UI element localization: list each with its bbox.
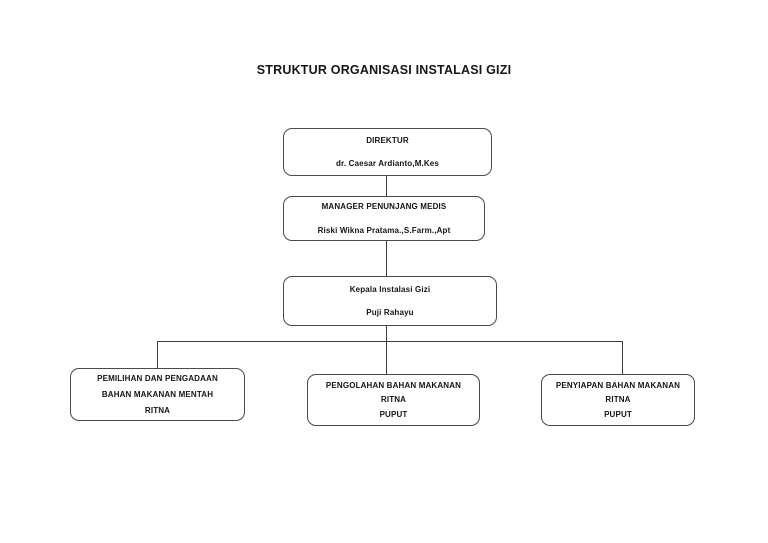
node-pemilihan-role-line1: PEMILIHAN DAN PENGADAAN <box>97 373 218 383</box>
connector-manager-kepala <box>386 241 388 276</box>
node-pemilihan-staff: RITNA <box>144 406 171 416</box>
node-penyiapan-role: PENYIAPAN BAHAN MAKANAN <box>555 381 681 391</box>
node-kepala-role: Kepala Instalasi Gizi <box>349 284 431 294</box>
node-pengolahan-bahan-makanan[interactable]: PENGOLAHAN BAHAN MAKANAN RITNA PUPUT <box>307 374 480 426</box>
node-penyiapan-staff-1: RITNA <box>605 395 631 405</box>
connector-horizontal-bus <box>157 341 623 343</box>
node-kepala-person: Puji Rahayu <box>366 308 414 317</box>
connector-kepala-bus <box>386 326 388 342</box>
node-penyiapan-bahan-makanan[interactable]: PENYIAPAN BAHAN MAKANAN RITNA PUPUT <box>541 374 695 426</box>
node-manager-person: Riski Wikna Pratama.,S.Farm.,Apt <box>317 225 451 235</box>
node-pengolahan-staff-1: RITNA <box>380 395 407 405</box>
node-pemilihan-pengadaan[interactable]: PEMILIHAN DAN PENGADAAN BAHAN MAKANAN ME… <box>70 368 245 421</box>
node-pengolahan-staff-2: PUPUT <box>379 409 408 419</box>
node-manager-penunjang-medis[interactable]: MANAGER PENUNJANG MEDIS Riski Wikna Prat… <box>283 196 485 241</box>
node-kepala-instalasi-gizi[interactable]: Kepala Instalasi Gizi Puji Rahayu <box>283 276 497 326</box>
connector-bus-pengolahan <box>386 341 388 374</box>
node-pemilihan-role-line2: BAHAN MAKANAN MENTAH <box>101 389 214 399</box>
node-penyiapan-staff-2: PUPUT <box>604 409 632 419</box>
connector-direktur-manager <box>386 176 388 197</box>
node-manager-role: MANAGER PENUNJANG MEDIS <box>321 202 447 212</box>
node-direktur[interactable]: DIREKTUR dr. Caesar Ardianto,M.Kes <box>283 128 492 176</box>
node-direktur-role: DIREKTUR <box>366 135 409 145</box>
connector-bus-penyiapan <box>622 341 624 374</box>
node-direktur-person: dr. Caesar Ardianto,M.Kes <box>335 159 440 168</box>
page-title: STRUKTUR ORGANISASI INSTALASI GIZI <box>256 63 512 77</box>
node-pengolahan-role: PENGOLAHAN BAHAN MAKANAN <box>325 381 462 391</box>
connector-bus-pemilihan <box>157 341 159 368</box>
